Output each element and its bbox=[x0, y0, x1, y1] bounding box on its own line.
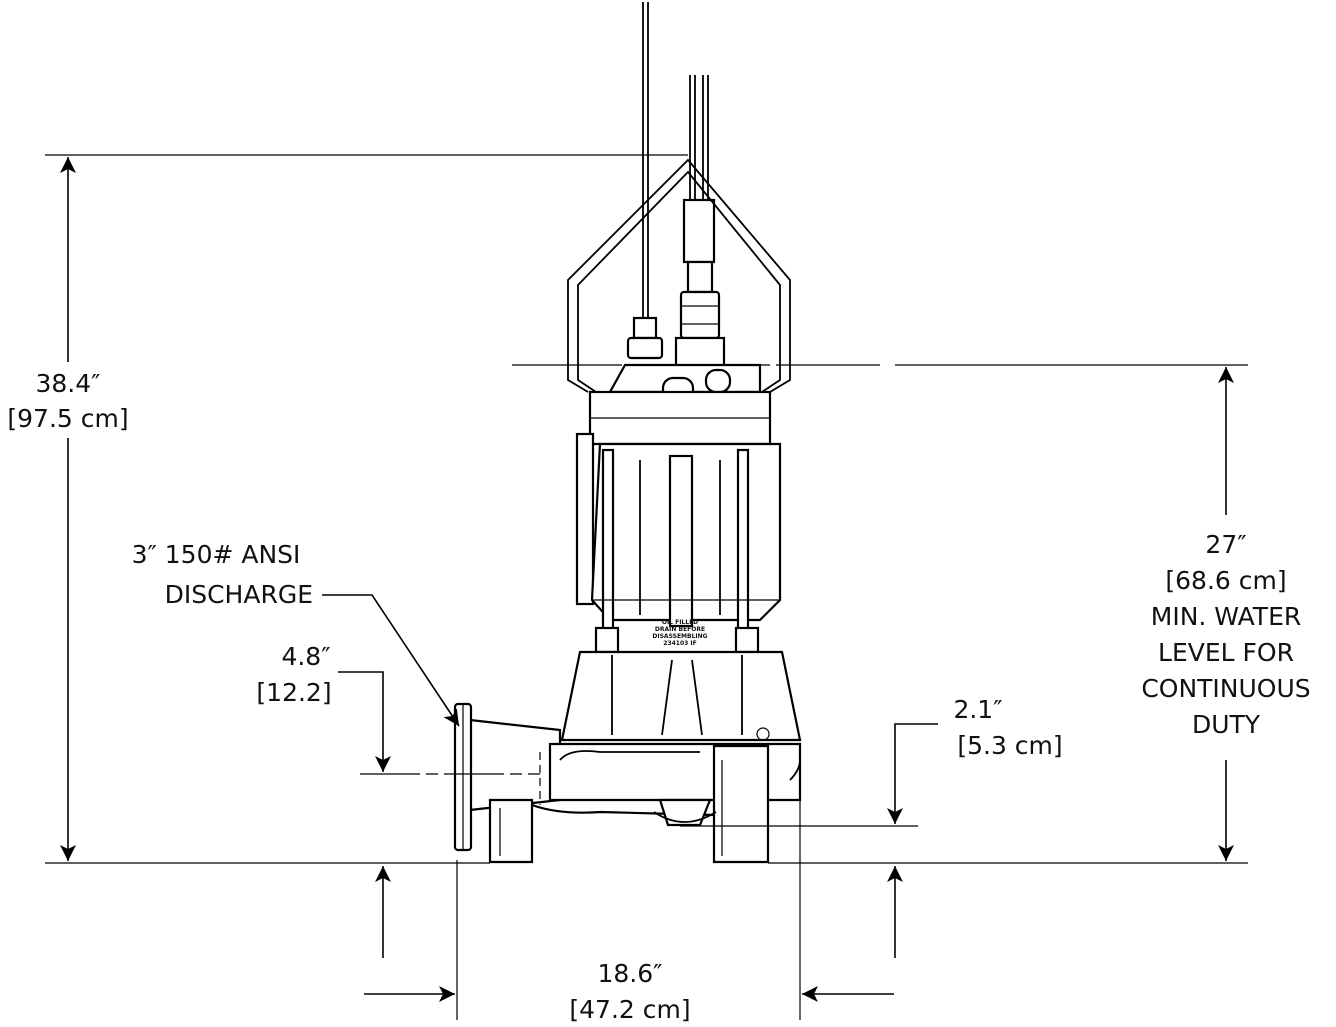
overall-height-label: 38.4″ [97.5 cm] bbox=[7, 369, 128, 433]
oil-label: OIL FILLED DRAIN BEFORE DISASSEMBLING 23… bbox=[652, 619, 707, 647]
overall-height-metric: [97.5 cm] bbox=[7, 404, 128, 433]
discharge-height-value: 4.8″ bbox=[281, 642, 330, 671]
min-water-level-value: 27″ bbox=[1205, 530, 1246, 559]
dimension-lines bbox=[45, 154, 1248, 1020]
discharge-callout-line-1: 3″ 150# ANSI bbox=[132, 540, 301, 569]
discharge-height-metric: [12.2] bbox=[256, 678, 331, 707]
oil-label-line-3: DISASSEMBLING bbox=[652, 633, 707, 640]
discharge-callout: 3″ 150# ANSI DISCHARGE bbox=[132, 540, 313, 609]
min-water-level-metric: [68.6 cm] bbox=[1165, 566, 1286, 595]
min-water-level-note-4: DUTY bbox=[1192, 710, 1261, 739]
overall-height-value: 38.4″ bbox=[35, 369, 100, 398]
min-water-level-note-3: CONTINUOUS bbox=[1141, 674, 1310, 703]
pump-illustration: OIL FILLED DRAIN BEFORE DISASSEMBLING 23… bbox=[453, 2, 802, 864]
inlet-clearance-label: 2.1″ [5.3 cm] bbox=[953, 695, 1062, 760]
min-water-level-note-1: MIN. WATER bbox=[1151, 602, 1302, 631]
oil-label-line-1: OIL FILLED bbox=[662, 619, 698, 626]
min-water-level-label: 27″ [68.6 cm] MIN. WATER LEVEL FOR CONTI… bbox=[1141, 530, 1310, 739]
discharge-callout-line-2: DISCHARGE bbox=[165, 580, 313, 609]
inlet-clearance-metric: [5.3 cm] bbox=[957, 731, 1062, 760]
min-water-level-note-2: LEVEL FOR bbox=[1158, 638, 1294, 667]
overall-width-value: 18.6″ bbox=[597, 959, 662, 988]
oil-label-line-4: 234103 IF bbox=[663, 640, 696, 647]
discharge-height-label: 4.8″ [12.2] bbox=[256, 642, 331, 707]
overall-width-label: 18.6″ [47.2 cm] bbox=[569, 959, 690, 1024]
oil-label-line-2: DRAIN BEFORE bbox=[655, 626, 705, 633]
inlet-clearance-value: 2.1″ bbox=[953, 695, 1002, 724]
overall-width-metric: [47.2 cm] bbox=[569, 995, 690, 1024]
